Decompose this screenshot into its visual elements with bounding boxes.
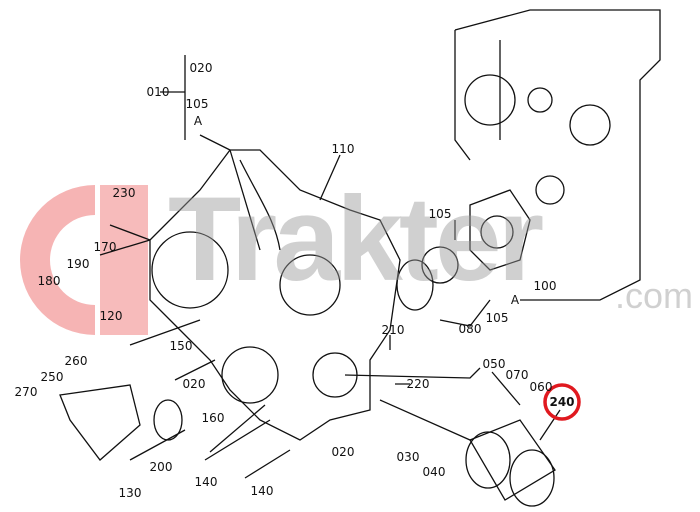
label-020: 020	[182, 377, 206, 391]
label-120: 120	[99, 309, 123, 323]
label-105: 105	[428, 207, 452, 221]
label-240-highlighted: 240	[549, 395, 575, 409]
label-170: 170	[93, 240, 117, 254]
label-040: 040	[422, 465, 446, 479]
label-230: 230	[112, 186, 136, 200]
label-060: 060	[529, 380, 553, 394]
label-180: 180	[37, 274, 61, 288]
label-a: A	[193, 114, 203, 128]
label-160: 160	[201, 411, 225, 425]
label-200: 200	[149, 460, 173, 474]
watermark-logo	[20, 185, 148, 335]
label-140: 140	[250, 484, 274, 498]
label-030: 030	[396, 450, 420, 464]
label-105: 105	[185, 97, 209, 111]
label-a: A	[510, 293, 520, 307]
label-130: 130	[118, 486, 142, 500]
watermark-text: Trakter	[168, 172, 544, 306]
label-020: 020	[189, 61, 213, 75]
label-105: 105	[485, 311, 509, 325]
label-260: 260	[64, 354, 88, 368]
label-010: 010	[146, 85, 170, 99]
oil-pump	[469, 189, 531, 271]
label-190: 190	[66, 257, 90, 271]
label-150: 150	[169, 339, 193, 353]
label-140: 140	[194, 475, 218, 489]
label-250: 250	[40, 370, 64, 384]
label-210: 210	[381, 323, 405, 337]
label-220: 220	[406, 377, 430, 391]
label-080: 080	[458, 322, 482, 336]
label-020: 020	[331, 445, 355, 459]
label-070: 070	[505, 368, 529, 382]
label-270: 270	[14, 385, 38, 399]
oil-filter	[465, 419, 556, 507]
label-110: 110	[331, 142, 355, 156]
gear-case	[149, 149, 401, 441]
watermark-suffix: .com	[615, 275, 694, 316]
label-100: 100	[533, 279, 557, 293]
label-050: 050	[482, 357, 506, 371]
highlight-circle	[543, 383, 581, 421]
